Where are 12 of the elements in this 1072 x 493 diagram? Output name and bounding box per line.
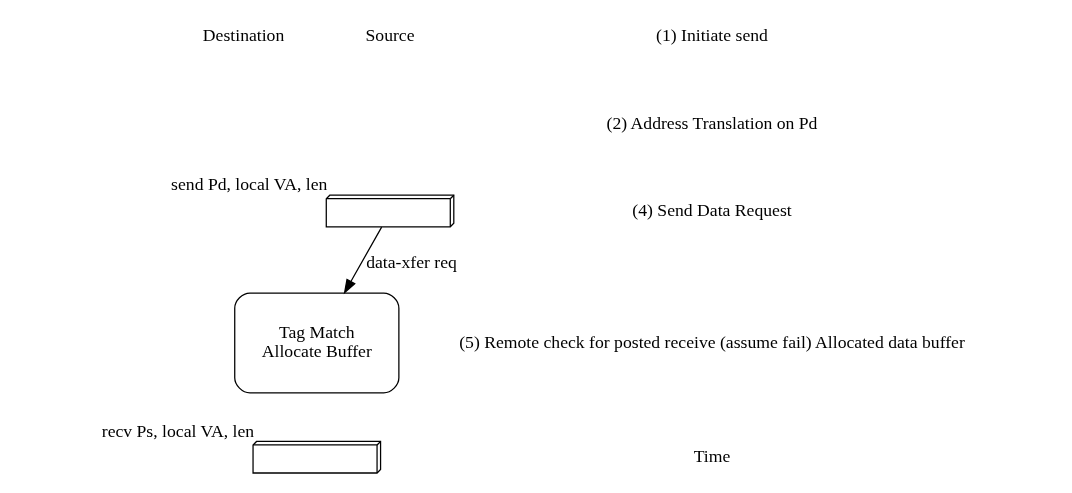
label: (4) Send Data Request bbox=[631, 199, 792, 220]
node-box: Tag Match Allocate Buffer bbox=[233, 291, 399, 393]
label: (2) Address Translation on Pd bbox=[606, 112, 817, 133]
arrow bbox=[343, 226, 382, 294]
label: Time bbox=[693, 445, 730, 466]
edge-label: data-xfer req bbox=[365, 251, 457, 272]
label: (5) Remote check for posted receive (assume fail) Allocated data buffer bbox=[458, 331, 965, 352]
label: (1) Initiate send bbox=[655, 24, 768, 45]
node-label: recv Ps, local VA, len bbox=[101, 420, 254, 441]
node-label: send Pd, local VA, len bbox=[170, 173, 327, 194]
label: Destination bbox=[202, 24, 284, 45]
label: Source bbox=[365, 24, 415, 45]
